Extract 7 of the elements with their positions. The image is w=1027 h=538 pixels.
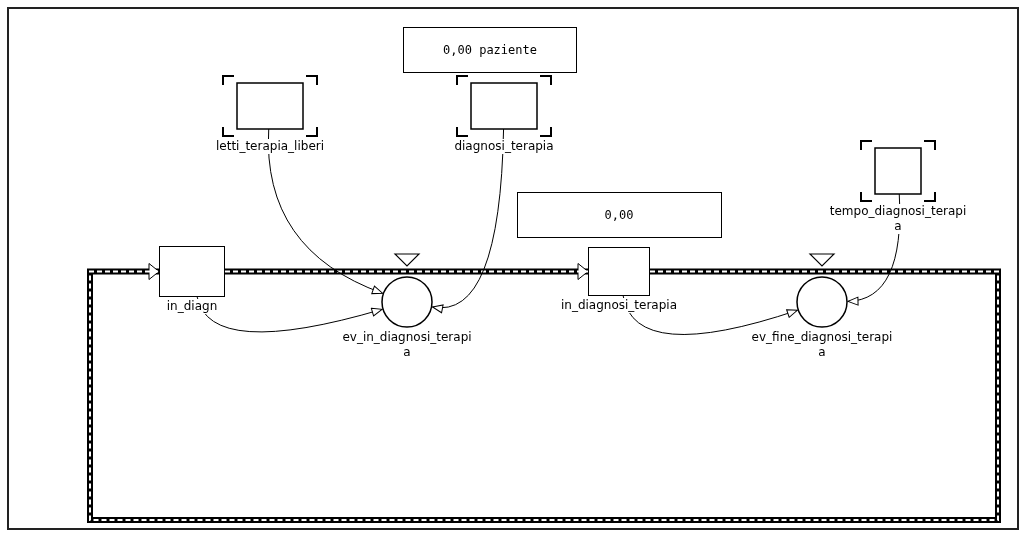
node-label: in_diagnosi_terapia [560,298,678,313]
node-label: in_diagn [166,299,218,314]
value-display: 0,00 paziente [403,27,577,73]
value-display: 0,00 [516,192,722,238]
node-label: letti_terapia_liberi [215,139,325,154]
node-label: diagnosi_terapia [454,139,554,154]
node-label: tempo_diagnosi_terapia [827,204,969,234]
